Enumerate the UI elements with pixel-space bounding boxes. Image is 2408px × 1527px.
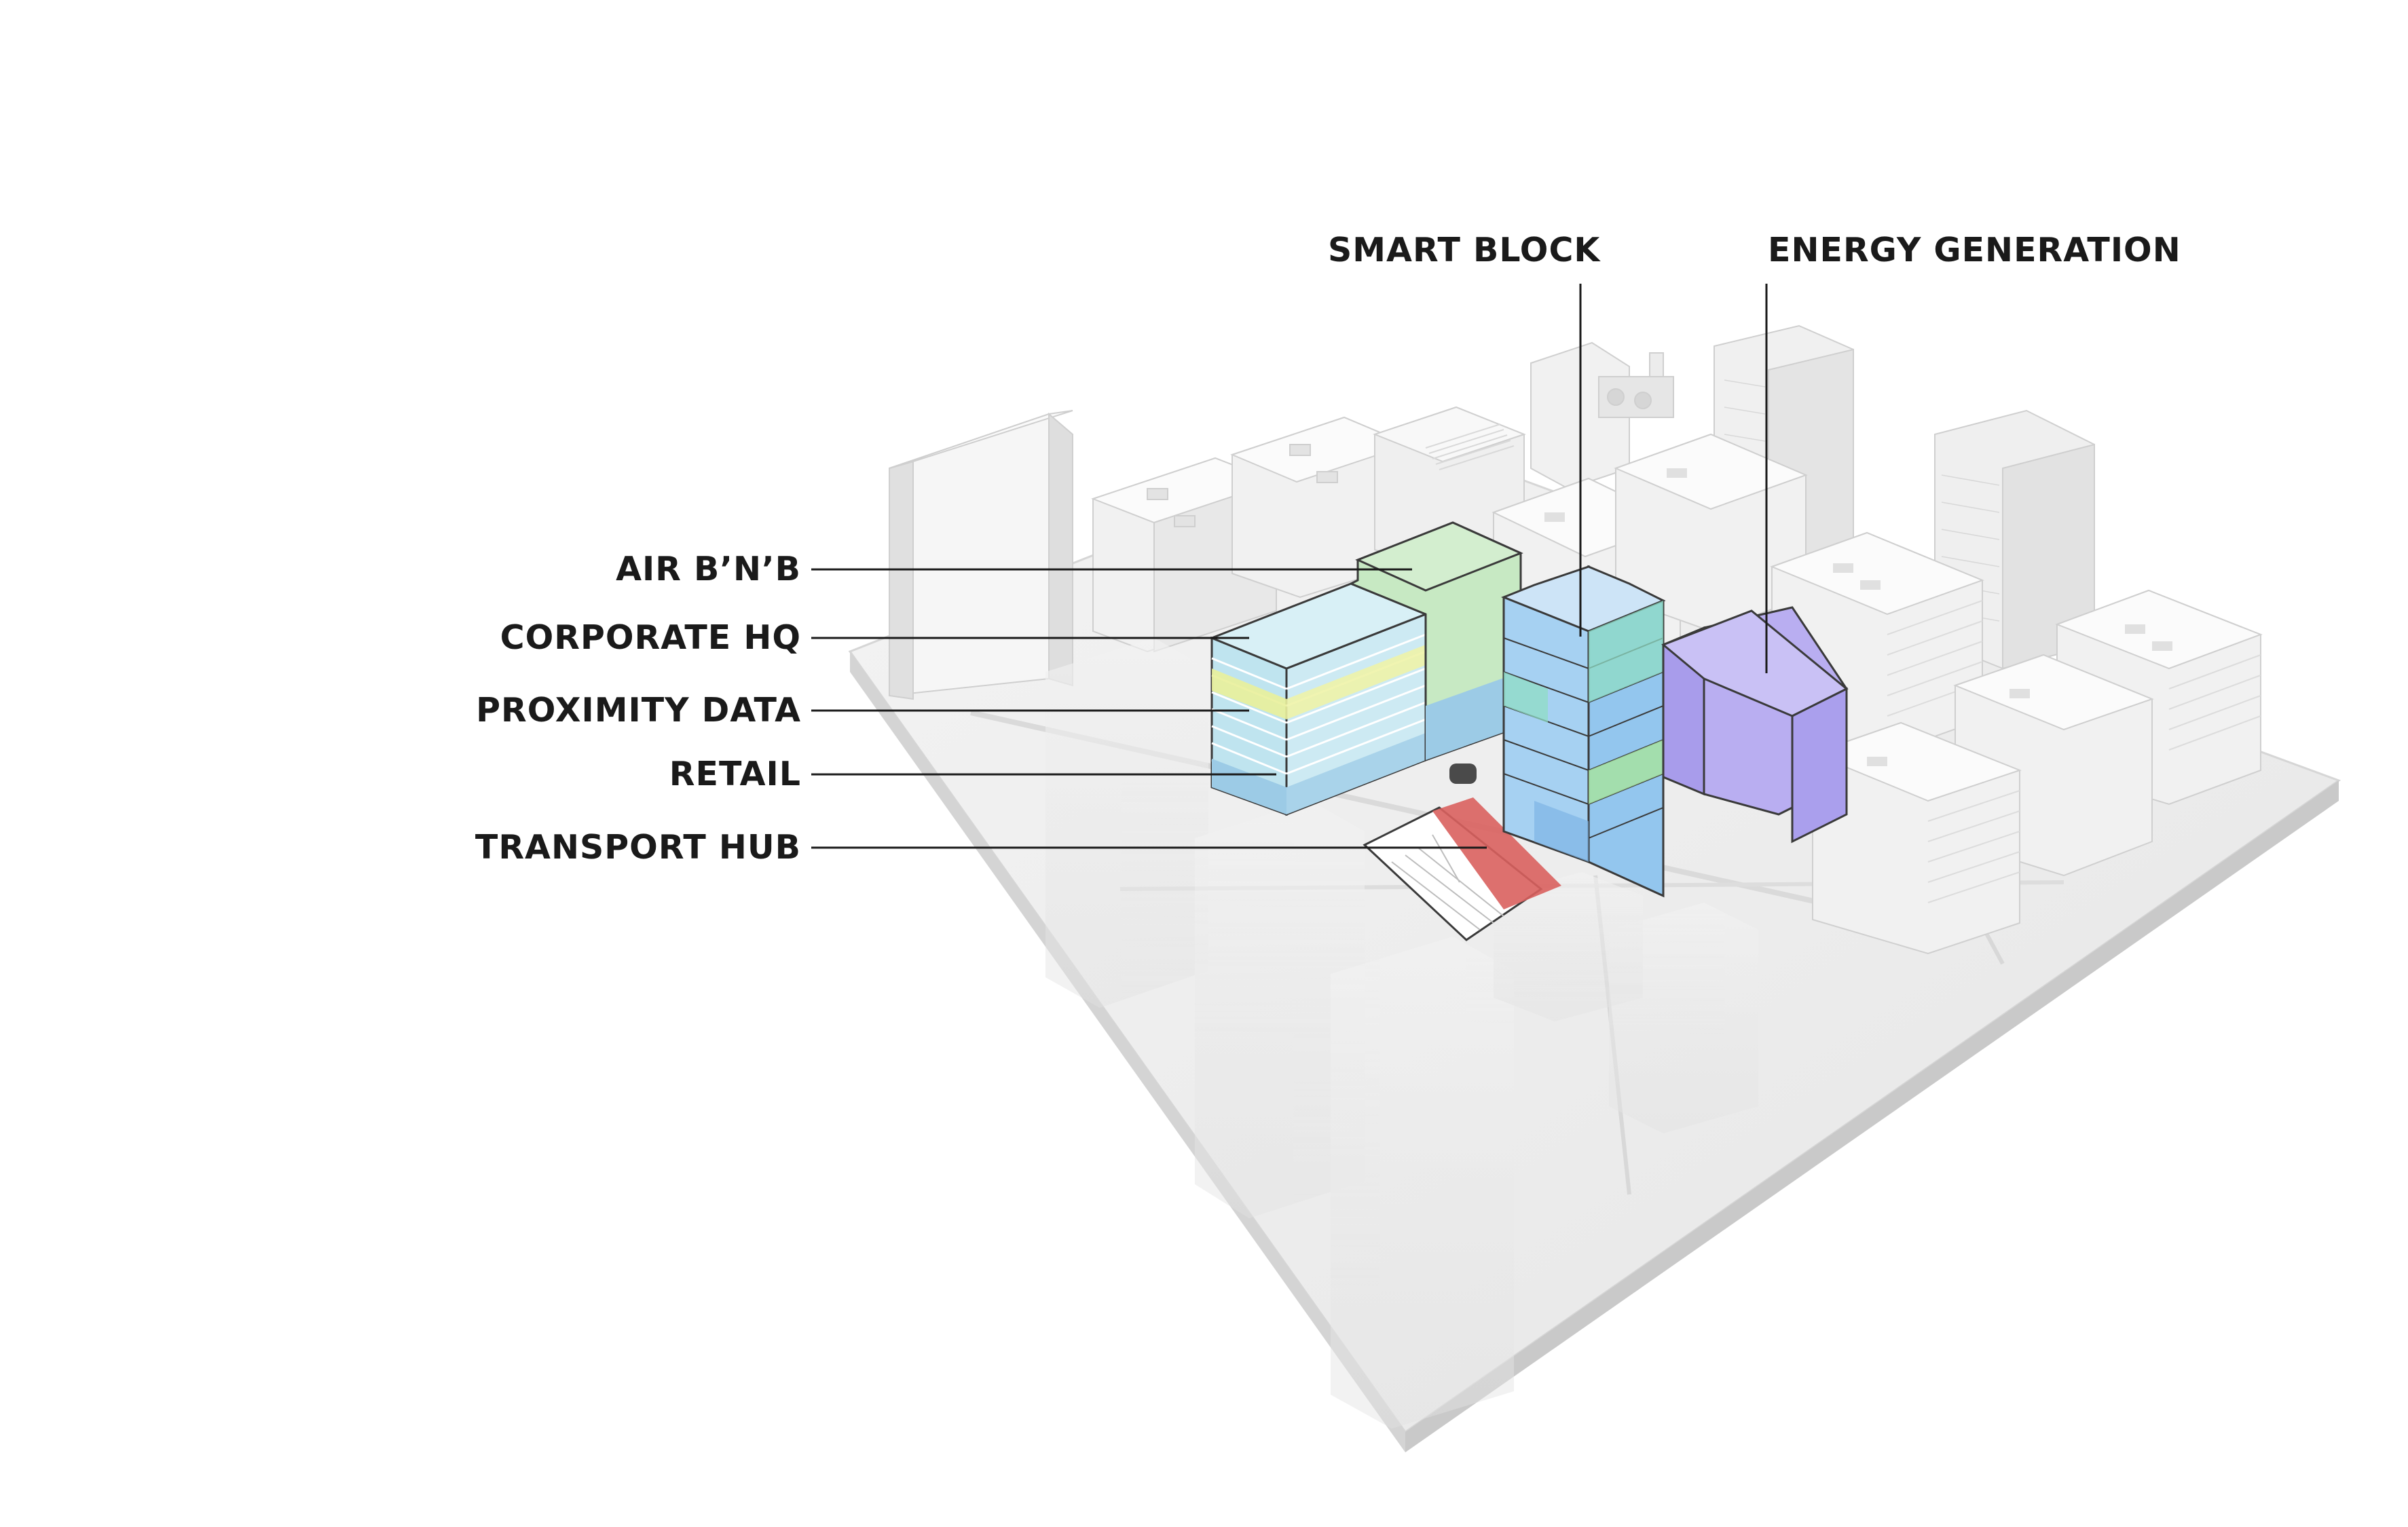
- leader-lines: [811, 284, 1768, 849]
- label-retail: RETAIL: [669, 755, 801, 793]
- context-buildings-ghosted: [1045, 638, 1758, 1429]
- label-energy-generation: ENERGY GENERATION: [1768, 231, 2181, 269]
- label-transport-hub: TRANSPORT HUB: [475, 828, 801, 867]
- air-bnb-massing: [1348, 521, 1523, 762]
- smart-block-massing: [1500, 565, 1666, 898]
- label-air-bnb: AIR B’N’B: [616, 550, 801, 588]
- proximity-data-band: [1212, 668, 1286, 719]
- corporate-hq-massing: [1208, 582, 1429, 816]
- label-smart-block: SMART BLOCK: [1328, 231, 1601, 269]
- transport-hub-massing: [1363, 764, 1561, 941]
- label-proximity-data: PROXIMITY DATA: [476, 691, 801, 730]
- energy-generation-massing: [1661, 606, 1849, 844]
- label-corporate-hq: CORPORATE HQ: [500, 618, 801, 657]
- context-buildings-back: [889, 324, 2263, 955]
- retail-band: [1212, 759, 1286, 814]
